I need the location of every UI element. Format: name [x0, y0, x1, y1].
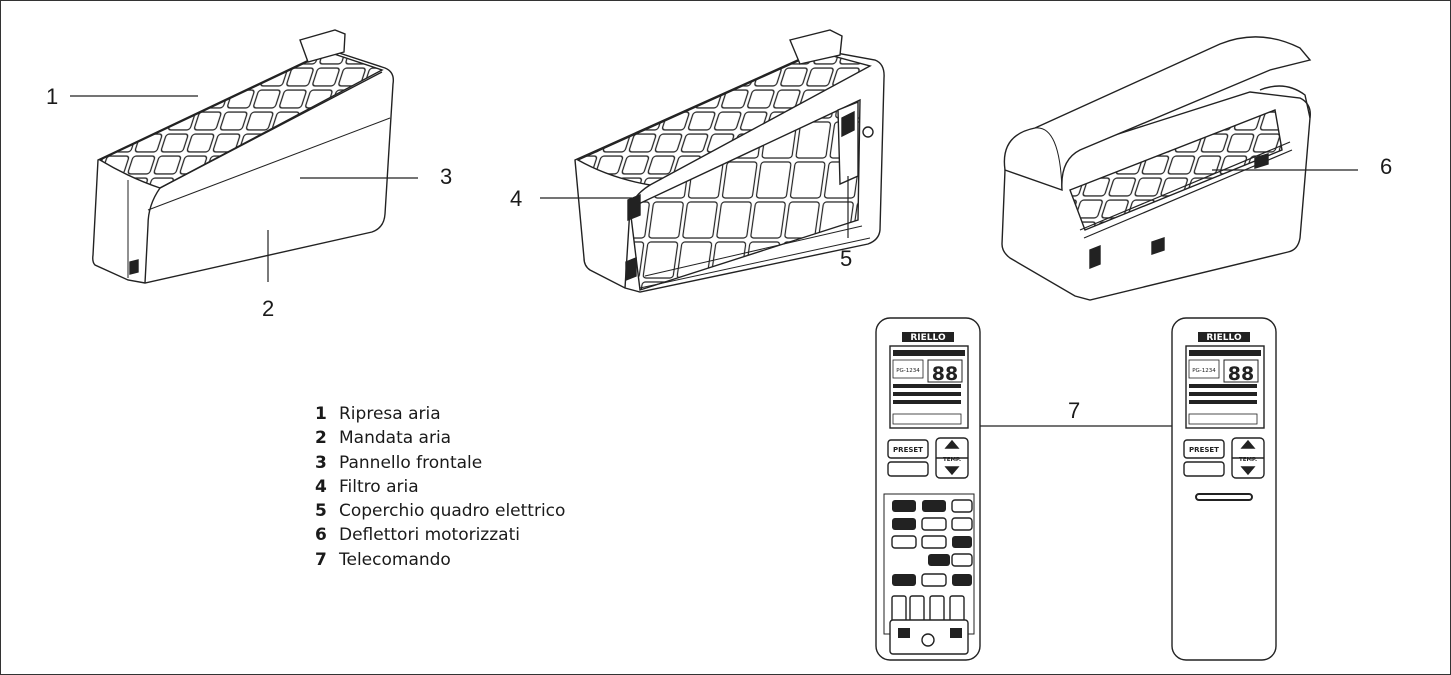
- legend-item: 4 Filtro aria: [315, 475, 565, 499]
- legend-label: Telecomando: [339, 549, 451, 570]
- legend-list: 1 Ripresa aria 2 Mandata aria 3 Pannello fr…: [315, 402, 565, 572]
- remote-left-temp: TEMP.: [943, 457, 961, 463]
- legend-label: Filtro aria: [339, 476, 419, 497]
- callout-4: 4: [510, 186, 523, 211]
- legend-item: 3 Pannello frontale: [315, 451, 565, 475]
- legend-label: Ripresa aria: [339, 404, 441, 424]
- legend-number: 1: [315, 404, 327, 424]
- legend-number: 7: [315, 549, 327, 570]
- legend-item: 2 Mandata aria: [315, 426, 565, 450]
- legend-item: 6 Deflettori motorizzati: [315, 523, 565, 547]
- legend-item: 7 Telecomando: [315, 548, 565, 572]
- remote-left-preset: PRESET: [893, 446, 923, 454]
- legend-label: Deflettori motorizzati: [339, 525, 520, 546]
- callout-7: 7: [1068, 398, 1081, 423]
- legend-number: 4: [315, 476, 327, 497]
- remote-right-digits: 88: [1228, 363, 1254, 385]
- remote-control-open: [875, 317, 981, 661]
- callout-1: 1: [46, 84, 59, 109]
- callout-3: 3: [440, 164, 453, 189]
- callout-5: 5: [840, 246, 853, 271]
- leader-lines: [70, 95, 1358, 427]
- indoor-unit-closed: [92, 29, 395, 284]
- remote-left-digits: 88: [932, 363, 958, 385]
- indoor-unit-filters: [574, 29, 885, 293]
- legend-item: 1 Ripresa aria: [315, 402, 565, 426]
- remote-right-code: PG-1234: [1192, 368, 1216, 374]
- remote-right-preset: PRESET: [1189, 446, 1219, 454]
- remote-control-closed: [1171, 317, 1277, 661]
- legend-number: 6: [315, 525, 327, 546]
- legend-label: Coperchio quadro elettrico: [339, 501, 566, 522]
- legend-item: 5 Coperchio quadro elettrico: [315, 499, 565, 523]
- callout-2: 2: [262, 296, 275, 321]
- legend-label: Mandata aria: [339, 428, 452, 449]
- legend-number: 2: [315, 428, 327, 449]
- legend-number: 5: [315, 501, 327, 522]
- remote-right-brand: RIELLO: [1206, 333, 1242, 343]
- indoor-unit-open: [1001, 36, 1312, 301]
- legend-number: 3: [315, 452, 327, 473]
- remote-right-temp: TEMP.: [1239, 457, 1257, 463]
- remote-left-code: PG-1234: [896, 368, 920, 374]
- remote-left-brand: RIELLO: [910, 333, 946, 343]
- callout-6: 6: [1380, 154, 1393, 179]
- legend-label: Pannello frontale: [339, 452, 483, 473]
